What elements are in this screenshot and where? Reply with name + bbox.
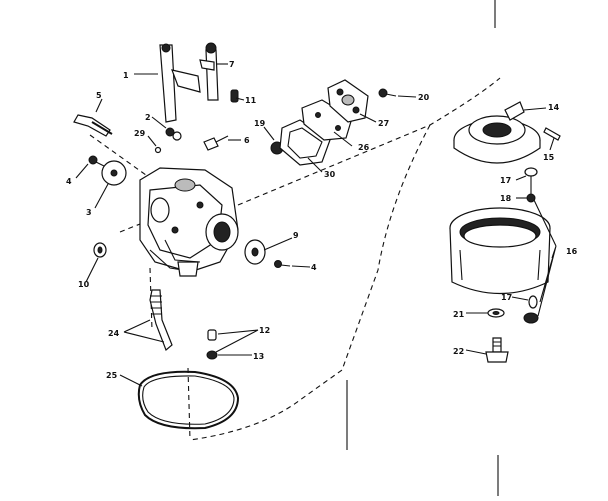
screw-part4-right bbox=[274, 260, 291, 268]
float-bowl-part16 bbox=[449, 207, 551, 295]
callout-21: 21 bbox=[453, 310, 465, 319]
callout-17-upper: 17 bbox=[500, 176, 511, 185]
callout-30: 30 bbox=[324, 170, 336, 179]
callout-4-left: 4 bbox=[66, 177, 72, 186]
callout-5: 5 bbox=[96, 91, 102, 100]
callout-6: 6 bbox=[244, 136, 250, 145]
screw-part17-upper bbox=[524, 167, 538, 195]
ball-part29 bbox=[154, 146, 162, 154]
callout-12: 12 bbox=[259, 326, 270, 335]
float-part14 bbox=[453, 101, 541, 164]
callout-17-lower: 17 bbox=[501, 293, 512, 302]
assembly-boundary bbox=[189, 77, 501, 441]
callout-29: 29 bbox=[134, 129, 146, 138]
o-ring-part12 bbox=[207, 329, 217, 341]
callout-7: 7 bbox=[229, 60, 235, 69]
callout-labels: 1 2 3 4 4 5 6 7 8 9 10 11 12 13 14 15 16… bbox=[66, 60, 578, 380]
gasket-part30 bbox=[279, 119, 331, 166]
fuel-fitting-part24 bbox=[149, 289, 173, 351]
seal-part10 bbox=[93, 242, 107, 258]
callout-11: 11 bbox=[245, 96, 257, 105]
spring-part11 bbox=[230, 89, 239, 103]
choke-shaft bbox=[159, 43, 201, 123]
screw-part20 bbox=[378, 88, 397, 98]
screw-part2 bbox=[165, 127, 182, 141]
washer-part13 bbox=[206, 350, 218, 360]
callout-14: 14 bbox=[548, 103, 560, 112]
idle-screw-part6 bbox=[73, 114, 113, 137]
callout-16: 16 bbox=[566, 247, 578, 256]
leader-lines bbox=[75, 63, 557, 387]
carburetor-body bbox=[139, 167, 239, 277]
callout-25: 25 bbox=[106, 371, 118, 380]
callout-20-top: 20 bbox=[418, 93, 430, 102]
callout-13: 13 bbox=[253, 352, 264, 361]
callout-22: 22 bbox=[453, 347, 464, 356]
washer-part21 bbox=[487, 308, 505, 318]
throttle-shaft bbox=[199, 42, 219, 101]
choke-plate-part3 bbox=[101, 160, 127, 186]
callout-18: 18 bbox=[500, 194, 512, 203]
throttle-plate-part9 bbox=[244, 239, 266, 265]
screw-part17-lower bbox=[523, 295, 539, 324]
callout-9: 9 bbox=[293, 231, 299, 240]
float-pin-part15 bbox=[543, 127, 561, 141]
callout-10: 10 bbox=[78, 280, 90, 289]
callout-1: 1 bbox=[123, 71, 129, 80]
screw-part4-left bbox=[88, 155, 105, 167]
needle-part8 bbox=[203, 135, 229, 151]
pump-cover-part27 bbox=[327, 79, 369, 123]
callout-26: 26 bbox=[358, 143, 370, 152]
callout-24: 24 bbox=[108, 329, 120, 338]
callout-19: 19 bbox=[254, 119, 266, 128]
callout-27: 27 bbox=[378, 119, 389, 128]
callout-3: 3 bbox=[86, 208, 92, 217]
callout-4-right: 4 bbox=[311, 263, 317, 272]
callout-15: 15 bbox=[543, 153, 555, 162]
callout-2: 2 bbox=[145, 113, 151, 122]
bowl-gasket-part25 bbox=[137, 370, 240, 430]
diaphragm-part26 bbox=[301, 99, 353, 141]
bowl-bolt-part22 bbox=[485, 337, 509, 363]
